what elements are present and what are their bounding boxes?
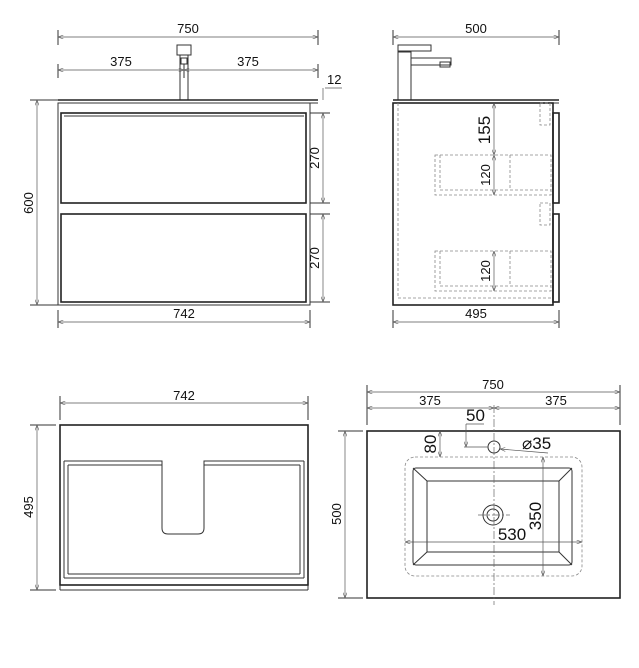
dim-side-cabinet-depth: 495	[465, 306, 487, 321]
basin-cutout	[404, 456, 583, 577]
dim-top-view-width: 742	[173, 388, 195, 403]
top-view: 742 495	[21, 388, 309, 591]
dim-basin-overall-width: 750	[482, 377, 504, 392]
dim-side-depth: 500	[465, 21, 487, 36]
front-view: 750 375 375 12 600 270 270 742	[21, 21, 342, 328]
dim-basin-edge-offset: 80	[421, 435, 440, 454]
dim-cabinet-width: 742	[173, 306, 195, 321]
dim-height: 600	[21, 192, 36, 214]
countertop-outline	[366, 430, 621, 599]
side-drawer-front-top	[552, 112, 560, 204]
dim-drawer-bottom-height: 270	[307, 247, 322, 269]
side-view: 500 155 120 120 495	[392, 21, 560, 328]
side-drawer-front-bottom	[552, 213, 560, 303]
dim-basin-width: 530	[498, 525, 526, 544]
dim-basin-depth: 350	[526, 502, 545, 530]
drawer-top	[60, 112, 307, 204]
dim-tap-hole-diameter: ⌀35	[522, 434, 551, 453]
basin-outer	[412, 467, 573, 566]
dim-top-view-depth: 495	[21, 496, 36, 518]
side-cabinet	[392, 102, 554, 306]
dim-basin-half-left: 375	[419, 393, 441, 408]
dim-tap-hole-offset: 50	[466, 406, 485, 425]
dim-drawer-offset: 155	[475, 116, 494, 144]
dim-basin-half-right: 375	[545, 393, 567, 408]
dim-drawer-top-height: 270	[307, 147, 322, 169]
cabinet-top-outline	[59, 424, 309, 586]
dim-front-width: 750	[177, 21, 199, 36]
basin-view: 750 375 375 50 80 ⌀35 350 530 500	[329, 377, 621, 605]
dim-basin-overall-depth: 500	[329, 503, 344, 525]
dim-drawer-bottom-inner: 120	[478, 260, 493, 282]
cabinet-body	[57, 102, 311, 306]
drawer-bottom	[60, 213, 307, 303]
dim-top-thickness: 12	[327, 72, 341, 87]
faucet-side	[397, 44, 452, 100]
dim-front-half-left: 375	[110, 54, 132, 69]
dim-drawer-top-inner: 120	[478, 164, 493, 186]
dim-front-half-right: 375	[237, 54, 259, 69]
basin-inner	[426, 480, 560, 553]
